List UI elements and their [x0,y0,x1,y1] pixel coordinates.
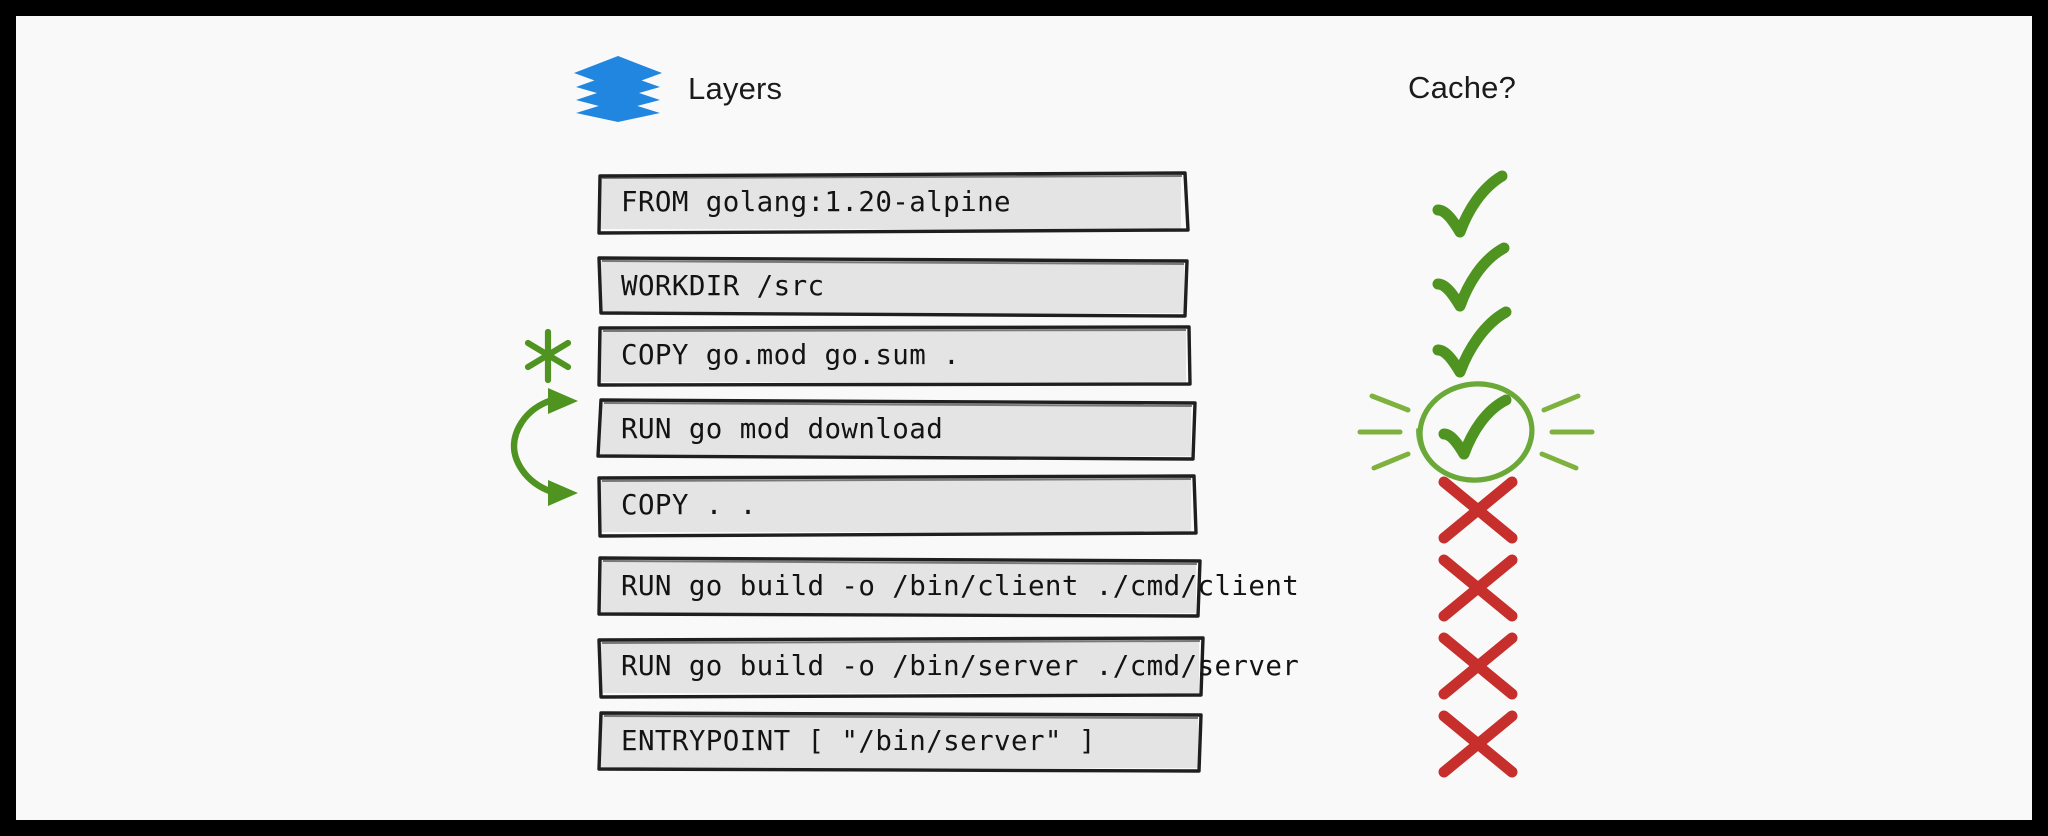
instruction-box[interactable] [596,398,1197,461]
instruction-text: FROM golang:1.20-alpine [621,186,1011,218]
cache-status-check [1420,238,1540,322]
instruction-text: COPY go.mod go.sum . [621,339,961,371]
cache-status-check-highlighted [1356,374,1596,490]
instruction-box[interactable] [597,636,1205,699]
green-double-arrow-curve-icon [508,384,604,508]
instruction-text: RUN go mod download [621,413,944,445]
instruction-text: RUN go build -o /bin/server ./cmd/server [621,650,1300,682]
instruction-box[interactable] [597,256,1189,318]
cache-status-check [1420,304,1540,388]
cache-status-cross [1420,546,1540,630]
instruction-box[interactable] [597,474,1198,538]
diagram-canvas: Layers Cache? [16,16,2032,820]
cache-header-label: Cache? [1408,70,1517,105]
green-asterisk-icon [516,324,580,388]
instruction-box[interactable] [597,556,1202,618]
layers-header-label: Layers [688,71,783,106]
layers-stack-icon [572,56,664,122]
instruction-text: ENTRYPOINT [ "/bin/server" ] [621,725,1096,757]
cache-column-header: Cache? [1408,70,1516,106]
cache-status-cross [1420,702,1540,786]
instruction-box[interactable] [597,325,1192,387]
instruction-text: COPY . . [621,489,757,521]
cache-status-cross [1420,624,1540,708]
cache-status-check [1420,166,1540,250]
instruction-box[interactable] [597,171,1190,235]
layers-column-header: Layers [572,56,782,122]
instruction-text: RUN go build -o /bin/client ./cmd/client [621,570,1300,602]
instruction-text: WORKDIR /src [621,270,825,302]
cache-status-cross [1420,468,1540,552]
instruction-box[interactable] [597,711,1203,773]
